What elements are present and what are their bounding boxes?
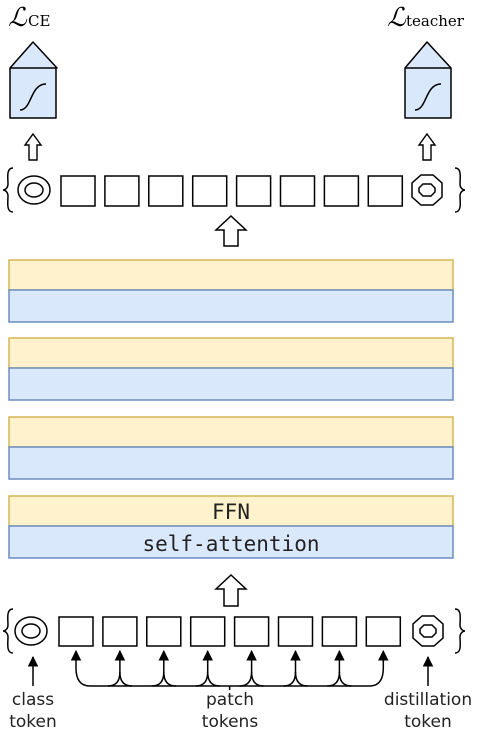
- patch-arrow-curve: [163, 671, 176, 687]
- loss-teacher-symbol: ℒ: [387, 3, 407, 33]
- patch-arrow-curve: [338, 671, 352, 687]
- left-brace: [2, 608, 14, 654]
- up-arrow-icon: [417, 132, 437, 161]
- right-brace: [454, 608, 466, 654]
- patch-token-input: [277, 616, 314, 647]
- patch-token-output: [235, 175, 272, 207]
- ffn-layer: [8, 495, 454, 527]
- self-attention-layer: [8, 525, 454, 559]
- patch-arrow-curve: [206, 671, 220, 687]
- patch-token-output: [60, 175, 96, 207]
- patch-token-output: [191, 175, 228, 207]
- patch-token-input: [233, 616, 270, 647]
- right-brace: [454, 167, 466, 213]
- up-arrow-icon: [214, 573, 248, 607]
- ffn-layer: [8, 259, 454, 291]
- patch-tokens-label-line1: patch: [206, 690, 254, 710]
- ce-head: [9, 41, 58, 119]
- up-arrow-icon: [23, 132, 43, 161]
- self-attention-layer: [8, 289, 454, 323]
- patch-tokens-label-line2: tokens: [202, 712, 259, 731]
- sigmoid-icon: [414, 83, 442, 111]
- transformer-block: [8, 495, 454, 559]
- transformer-layers: [8, 259, 454, 559]
- patch-arrow: [239, 649, 257, 687]
- patch-token-output: [148, 175, 184, 207]
- loss-teacher-subscript: teacher: [406, 12, 465, 30]
- patch-token-output: [367, 175, 404, 207]
- input-patch-tokens: [58, 616, 402, 647]
- patch-token-input: [58, 616, 94, 647]
- self-attention-label: self-attention: [142, 532, 319, 556]
- patch-token-output: [104, 175, 140, 207]
- patch-token-input: [146, 616, 182, 647]
- ffn-label: FFN: [212, 500, 250, 524]
- patch-bracket: [75, 667, 385, 687]
- patch-arrow: [107, 649, 126, 687]
- class-token-output: [17, 175, 51, 205]
- loss-ce-symbol: ℒ: [8, 3, 28, 33]
- class-token-input: [14, 616, 48, 646]
- self-attention-layer: [8, 446, 454, 480]
- patch-token-output: [279, 175, 316, 207]
- loss-teacher-label: ℒ teacher: [387, 3, 465, 33]
- transformer-block: [8, 337, 454, 401]
- output-patch-tokens: [60, 175, 404, 207]
- distillation-token-label-line2: token: [404, 712, 452, 731]
- class-token-label-line1: class: [12, 690, 54, 710]
- distillation-token-output: [411, 174, 443, 206]
- transformer-block: [8, 259, 454, 323]
- patch-arrow: [327, 649, 345, 687]
- class-token-label-line2: token: [9, 712, 57, 731]
- patch-token-input: [321, 616, 358, 647]
- patch-arrow: [151, 649, 170, 687]
- up-arrow-icon: [214, 214, 248, 247]
- output-token-row: [2, 167, 466, 213]
- input-token-row: [2, 608, 466, 654]
- patch-arrow-curve: [250, 671, 264, 687]
- patch-arrow: [195, 649, 213, 687]
- ffn-layer: [8, 416, 454, 448]
- distillation-token-input: [412, 615, 444, 647]
- sigmoid-icon: [19, 83, 47, 111]
- patch-token-input: [189, 616, 226, 647]
- patch-arrow: [283, 649, 301, 687]
- transformer-block: [8, 416, 454, 480]
- distillation-token-label-line1: distillation: [384, 690, 472, 710]
- loss-ce-subscript: CE: [28, 12, 50, 30]
- teacher-head: [404, 41, 452, 119]
- patch-token-input: [365, 616, 402, 647]
- patch-token-arrows: [70, 649, 389, 690]
- left-brace: [2, 167, 14, 213]
- patch-token-output: [323, 175, 360, 207]
- patch-token-input: [102, 616, 138, 647]
- patch-arrow-curve: [119, 671, 132, 687]
- ffn-layer: [8, 337, 454, 369]
- loss-ce-label: ℒ CE: [8, 3, 50, 33]
- self-attention-layer: [8, 367, 454, 401]
- patch-arrow-curve: [294, 671, 308, 687]
